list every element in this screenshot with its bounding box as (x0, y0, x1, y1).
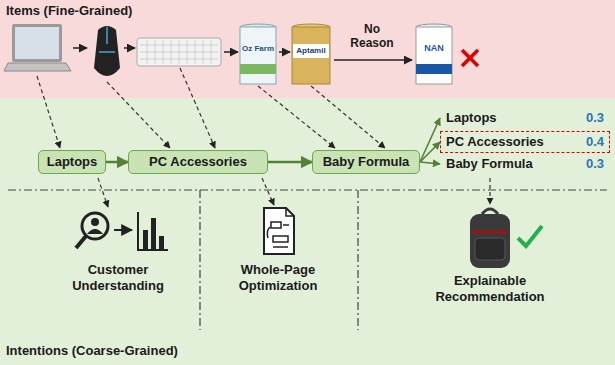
application-label: Customer Understanding (60, 262, 176, 294)
sequence-arrow (73, 47, 87, 49)
mouse-image (106, 27, 108, 44)
backpack-image (518, 226, 542, 246)
backpack-image (475, 238, 505, 260)
page-icon (283, 224, 289, 226)
page-icon (286, 208, 294, 216)
flow-arrow (420, 142, 440, 162)
customer-icon (82, 213, 108, 239)
page-icon (273, 236, 288, 242)
customer-icon (151, 218, 156, 249)
region-title: Items (Fine-Grained) (6, 3, 132, 19)
customer-icon (76, 236, 86, 248)
backpack-image (472, 231, 508, 233)
page-icon (273, 246, 288, 248)
formula-can-image (416, 27, 452, 84)
flow-arrow (268, 161, 312, 164)
formula-can-image (240, 27, 276, 84)
intention-name: PC Accessories (446, 134, 544, 150)
laptop-image (12, 24, 62, 62)
page-icon (267, 227, 270, 238)
section-divider (8, 190, 607, 330)
intention-name: Baby Formula (323, 154, 410, 170)
section-divider (357, 190, 358, 330)
intention-name: Baby Formula (446, 156, 533, 172)
page-icon (271, 222, 281, 228)
probability-value: 0.3 (586, 156, 604, 172)
reject-cross (462, 50, 478, 66)
arrow-label: No Reason (346, 22, 398, 50)
application-label: Whole-Page Optimization (213, 262, 343, 294)
backpack-image (482, 209, 498, 214)
backpack-image (470, 214, 510, 268)
reject-cross (462, 50, 478, 66)
laptop-image (4, 24, 71, 71)
laptop-image (4, 63, 71, 71)
sequence-arrow (224, 51, 238, 53)
formula-can-image (240, 64, 276, 74)
intention-box: Laptops (38, 150, 106, 174)
application-arrow (98, 178, 490, 207)
probability-value: 0.3 (586, 110, 604, 126)
formula-can-image (240, 24, 276, 84)
flow-arrow (420, 118, 440, 162)
formula-can-image (416, 24, 452, 84)
customer-icon (159, 236, 164, 249)
section-divider (8, 189, 607, 190)
flow-arrow (420, 162, 440, 164)
customer-icon (138, 212, 168, 250)
mapping-arrow (37, 76, 60, 148)
sequence-arrow (124, 47, 135, 49)
laptop-image (15, 27, 59, 59)
mouse-image (99, 51, 115, 53)
intention-box: Baby Formula (312, 150, 420, 174)
brand-text: NAN (416, 43, 452, 54)
formula-can-image (292, 24, 330, 84)
application-arrow (262, 178, 274, 205)
flow-arrow (106, 161, 128, 164)
page-icon (264, 208, 294, 254)
prediction-item: Baby Formula 0.3 (440, 154, 610, 174)
prediction-item: Laptops 0.3 (440, 108, 610, 128)
page-icon (264, 208, 294, 254)
mapping-arrow (180, 68, 215, 148)
customer-icon (87, 229, 103, 234)
section-divider (199, 190, 200, 330)
backpack-image (470, 209, 542, 268)
sequence-arrow (334, 59, 412, 61)
mapping-arrow (37, 68, 385, 148)
reject-cross (462, 50, 478, 66)
intention-box: PC Accessories (128, 150, 268, 174)
keyboard-image (140, 40, 218, 64)
mapping-arrow (311, 86, 385, 148)
brand-text: Aptamil (292, 46, 330, 56)
intention-name: Laptops (446, 110, 497, 126)
application-label: Explainable Recommendation (425, 273, 555, 305)
intention-name: PC Accessories (149, 154, 247, 170)
mapping-arrow (258, 86, 335, 148)
mouse-image (94, 26, 120, 76)
brand-text: Oz Farm (240, 44, 276, 54)
customer-icon (143, 230, 148, 249)
sequence-arrow (279, 51, 290, 53)
keyboard-image (137, 38, 221, 66)
probability-value: 0.4 (586, 134, 604, 150)
customer-icon (76, 212, 168, 250)
formula-can-image (292, 27, 330, 84)
prediction-highlight: PC Accessories 0.4 (440, 131, 610, 153)
formula-can-image (293, 44, 329, 58)
region-title: Intentions (Coarse-Grained) (6, 343, 178, 359)
mapping-arrow (107, 82, 170, 148)
customer-icon (114, 229, 132, 231)
intention-name: Laptops (47, 154, 98, 170)
keyboard-image (137, 38, 221, 66)
formula-can-image (416, 64, 452, 74)
mouse-image (94, 26, 120, 76)
application-arrow (489, 178, 490, 204)
application-arrow (98, 178, 108, 207)
customer-icon (91, 218, 99, 226)
